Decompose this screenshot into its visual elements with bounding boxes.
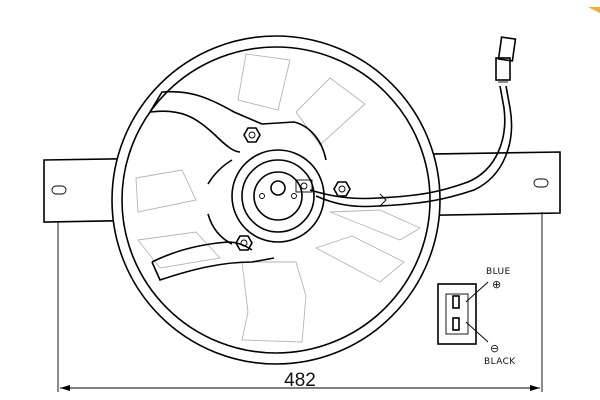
motor-hub [231,149,325,243]
mounting-hole-left [51,185,67,195]
motor-support-arms [149,90,327,281]
mounting-hole-right [533,178,549,188]
fan-blades [135,53,421,343]
connector-pinout: BLUE ⊕ ⊖ BLACK [437,267,516,367]
pin-blue-label: BLUE [486,267,511,277]
pin-black-symbol: ⊖ [490,342,499,355]
pin-black-label: BLACK [484,357,516,367]
width-dimension-label: 482 [284,370,316,391]
wiring-harness [309,36,517,208]
corner-mark [588,0,600,13]
mounting-nuts [235,127,351,251]
fan-shroud [111,35,441,365]
motor-shaft [270,180,286,196]
width-dimension: 482 [57,212,543,392]
nut-right [333,181,351,197]
pin-blue-symbol: ⊕ [492,278,501,291]
nut-top [243,127,261,143]
wire-connector-plug [495,57,511,81]
nut-bottom [235,235,253,251]
